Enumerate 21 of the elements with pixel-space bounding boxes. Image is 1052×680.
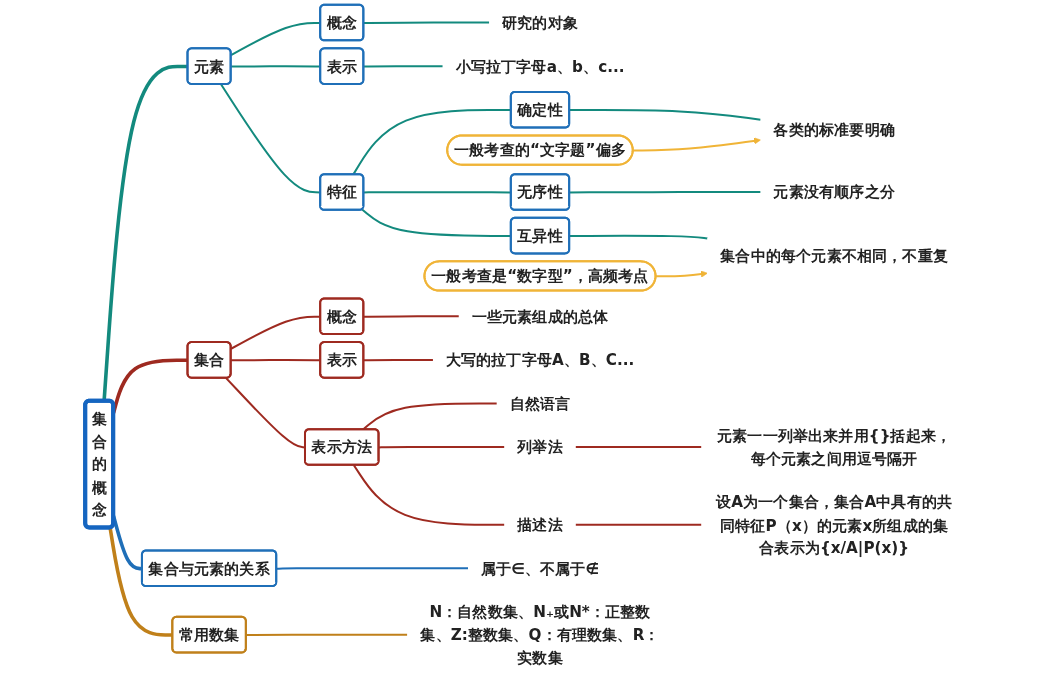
connector: [362, 402, 498, 431]
node-text: 描述法: [517, 515, 563, 534]
node-text: 一些元素组成的总体: [471, 307, 609, 325]
node-text: 研究的对象: [502, 13, 578, 32]
connector: [574, 523, 703, 526]
connector: [352, 464, 506, 526]
connector: [245, 633, 409, 637]
node-text: N：自然数集、N₊或N*：正整数集、Z:整数集、Q：有理数集、R：实数集: [420, 602, 660, 667]
node-text: 小写拉丁字母a、b、c...: [455, 57, 625, 75]
node-text: 各类的标准要明确: [773, 120, 895, 139]
arrow: [632, 137, 761, 152]
node-text: 属于∈、不属于∉: [480, 559, 600, 577]
node-text: 列举法: [517, 438, 563, 456]
connector: [108, 527, 173, 637]
connector: [574, 446, 703, 448]
node-text: 集合中的每个元素不相同，不重复: [720, 246, 949, 265]
node-text: 自然语言: [509, 394, 571, 413]
node-text: 大写的拉丁字母A、B、C...: [445, 350, 635, 369]
node-text: 元素一一列举出来并用{}括起来，每个元素之间用逗号隔开: [717, 426, 952, 467]
node-text: 元素没有顺序之分: [773, 183, 895, 201]
node-text: 设A为一个集合，集合A中具有的共同特征P（x）的元素x所组成的集合表示为{x/A|P(x)}: [716, 492, 953, 557]
